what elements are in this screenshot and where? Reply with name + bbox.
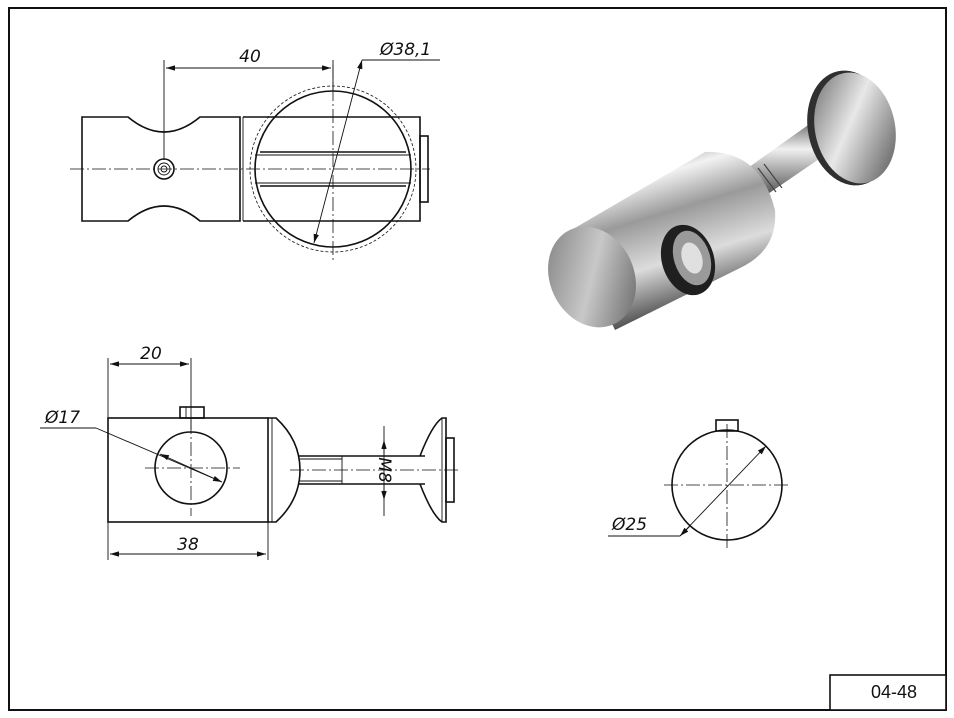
render-head-face [814,72,896,184]
title-block-frame [829,674,947,711]
dim-leader-25 [679,445,767,537]
dim-front-hole: Ø17 [44,408,80,428]
dim-top-length: 40 [239,47,261,67]
isometric-render [548,70,896,330]
dim-front-length: 38 [177,535,199,555]
dim-side-diameter: Ø25 [611,515,647,535]
front-view-body [107,417,269,523]
top-view: 40 Ø38,1 [70,40,440,262]
dim-top-diameter: Ø38,1 [379,40,431,60]
side-view: Ø25 [608,419,790,548]
front-view-key [179,406,205,419]
front-view: 20 Ø17 38 M8 [40,344,460,560]
sheet-border [8,7,947,711]
dim-leader-38-1 [313,59,363,244]
render-end-face [548,226,636,328]
sheet-code: 04-48 [871,682,917,702]
dim-thread: M8 [374,457,394,483]
title-block: 04-48 [829,674,947,711]
dim-front-offset: 20 [140,344,162,364]
